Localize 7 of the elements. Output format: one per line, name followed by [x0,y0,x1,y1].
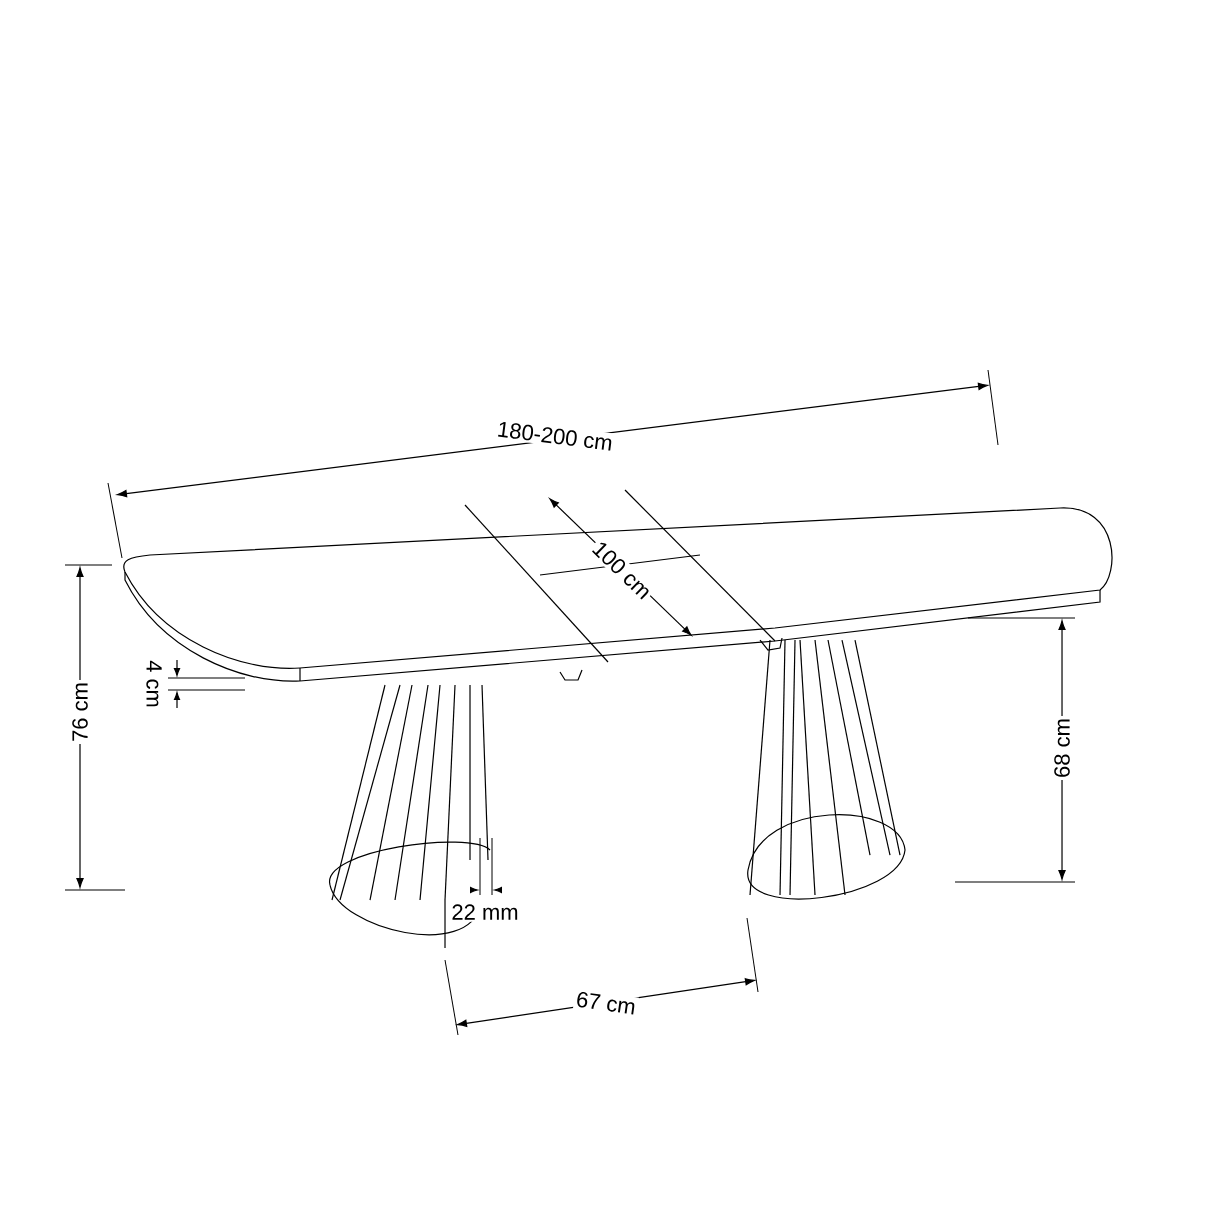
dimension-label: 67 cm [573,988,639,1018]
dimension-label: 68 cm [1052,716,1072,780]
dimension-label: 100 cm [587,536,657,604]
dimension-label: 76 cm [70,680,90,744]
dimension-label: 22 mm [449,902,521,922]
dimension-label: 4 cm [144,658,164,710]
dimension-label: 180-200 cm [494,418,616,454]
